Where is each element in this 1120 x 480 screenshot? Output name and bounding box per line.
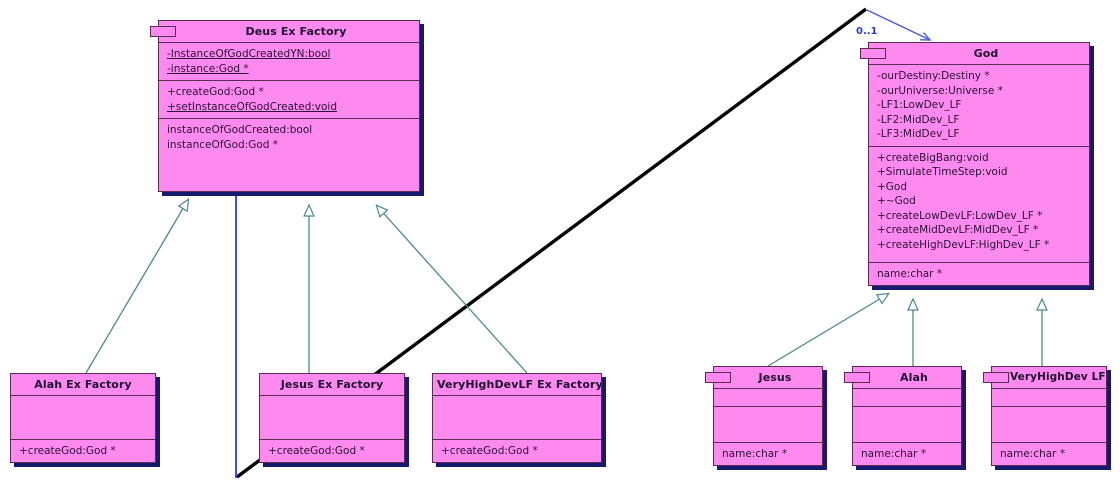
operation-row: +SimulateTimeStep:void — [877, 166, 1008, 178]
class-title-alah: Alah — [900, 371, 928, 384]
attributes-compartment — [260, 395, 404, 439]
operation-row: +createLowDevLF:LowDev_LF * — [877, 209, 1043, 222]
class-title-alah-ex-factory: Alah Ex Factory — [34, 378, 132, 391]
generalization-jesus-god — [767, 292, 891, 367]
class-tab-icon — [844, 372, 870, 383]
class-tab-icon — [150, 26, 176, 37]
extras-compartment: name:char * — [714, 441, 822, 466]
attribute-row: -LF2:MidDev_LF — [877, 113, 960, 126]
extra-row: instanceOfGod:God * — [167, 138, 279, 151]
multiplicity-label-0-1: 0..1 — [856, 26, 878, 37]
operations-compartment: +createGod:God * +setInstanceOfGodCreate… — [159, 80, 419, 118]
attribute-row: -ourUniverse:Universe * — [877, 84, 1003, 97]
uml-class-jesus[interactable]: Jesus name:char * — [705, 366, 823, 466]
operations-compartment: +createBigBang:void +SimulateTimeStep:vo… — [869, 145, 1089, 262]
extras-compartment: name:char * — [853, 441, 961, 466]
uml-class-god[interactable]: God -ourDestiny:Destiny * -ourUniverse:U… — [860, 42, 1090, 286]
class-title-deus-ex-factory: Deus Ex Factory — [245, 25, 347, 38]
extras-compartment: name:char * — [992, 441, 1106, 466]
attribute-row: -LF1:LowDev_LF — [877, 99, 962, 111]
attributes-compartment: -ourDestiny:Destiny * -ourUniverse:Unive… — [869, 64, 1089, 146]
operations-compartment: +createGod:God * — [433, 438, 601, 463]
generalization-vhdfactory-deus — [375, 204, 528, 374]
operation-row: +createGod:God * — [268, 444, 365, 457]
attribute-row: -LF3:MidDev_LF — [877, 128, 960, 140]
operation-row: +God — [877, 180, 908, 193]
operation-row: +createGod:God * — [167, 86, 264, 98]
operation-row: +createMidDevLF:MidDev_LF * — [877, 224, 1039, 236]
extra-row: name:char * — [877, 267, 943, 280]
attribute-row: -instance:God * — [167, 62, 249, 75]
operation-row: +~God — [877, 195, 916, 207]
attributes-compartment — [714, 388, 822, 406]
attributes-compartment — [992, 388, 1106, 406]
operation-row: +createGod:God * — [441, 444, 538, 457]
operation-row: +createGod:God * — [19, 444, 116, 457]
operation-row: +setInstanceOfGodCreated:void — [167, 100, 338, 113]
extra-row: name:char * — [1000, 447, 1066, 460]
class-tab-icon — [860, 48, 886, 59]
operations-compartment — [714, 406, 822, 442]
class-title-veryhighdevlf-ex-factory: VeryHighDevLF Ex Factory — [437, 378, 601, 391]
class-title-veryhighdev-lf: VeryHighDev LF — [1010, 371, 1106, 383]
operations-compartment — [853, 406, 961, 442]
attributes-compartment — [853, 388, 961, 406]
attributes-compartment: -InstanceOfGodCreatedYN:bool -instance:G… — [159, 42, 419, 80]
attributes-compartment — [11, 395, 155, 439]
class-title-jesus-ex-factory: Jesus Ex Factory — [280, 378, 384, 391]
attribute-row: -InstanceOfGodCreatedYN:bool — [167, 48, 331, 60]
extras-compartment: instanceOfGodCreated:bool instanceOfGod:… — [159, 118, 419, 191]
class-tab-icon — [705, 372, 731, 383]
uml-class-alah[interactable]: Alah name:char * — [844, 366, 962, 466]
uml-class-veryhighdevlf-ex-factory[interactable]: VeryHighDevLF Ex Factory +createGod:God … — [432, 373, 602, 463]
operations-compartment — [992, 406, 1106, 442]
extra-row: name:char * — [722, 447, 788, 460]
extras-compartment: name:char * — [869, 261, 1089, 286]
attribute-row: -ourDestiny:Destiny * — [877, 70, 990, 82]
extra-row: name:char * — [861, 447, 927, 460]
operation-row: +createBigBang:void — [877, 151, 989, 164]
class-tab-icon — [983, 372, 1009, 383]
operations-compartment: +createGod:God * — [260, 438, 404, 463]
generalization-alahfactory-deus — [85, 197, 190, 374]
class-title-god: God — [973, 47, 999, 60]
attributes-compartment — [433, 395, 601, 439]
uml-class-veryhighdev-lf[interactable]: VeryHighDev LF name:char * — [983, 366, 1107, 466]
extra-row: instanceOfGodCreated:bool — [167, 124, 313, 136]
operation-row: +createHighDevLF:HighDev_LF * — [877, 238, 1050, 251]
operations-compartment: +createGod:God * — [11, 438, 155, 463]
uml-class-alah-ex-factory[interactable]: Alah Ex Factory +createGod:God * — [10, 373, 156, 463]
uml-class-deus-ex-factory[interactable]: Deus Ex Factory -InstanceOfGodCreatedYN:… — [150, 20, 420, 192]
uml-class-jesus-ex-factory[interactable]: Jesus Ex Factory +createGod:God * — [259, 373, 405, 463]
